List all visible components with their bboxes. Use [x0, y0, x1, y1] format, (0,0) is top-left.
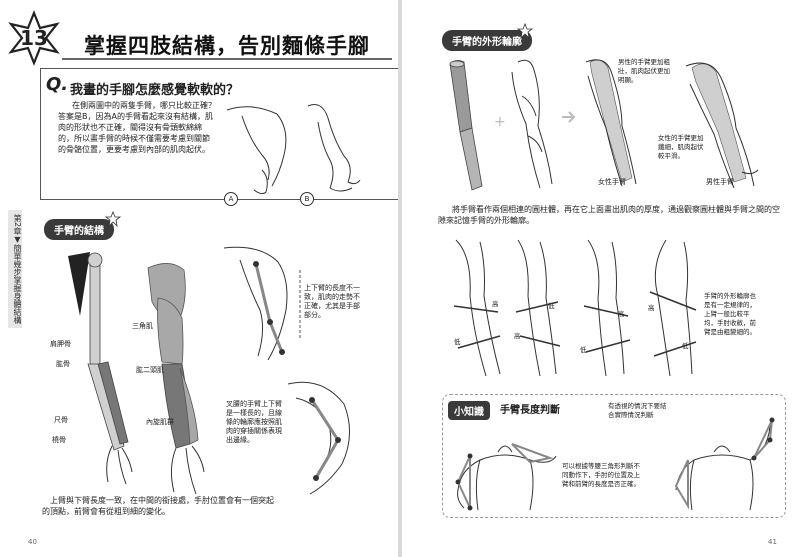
- muscle-arm: [147, 263, 205, 495]
- tip-box: [442, 394, 786, 518]
- label-ulna: 尺骨: [54, 416, 68, 424]
- arm-diagram-hanging: [223, 246, 301, 361]
- label-female-arm: 女性手臂: [598, 178, 626, 186]
- tip-title: 手臂長度判斷: [500, 405, 560, 416]
- arrow-icon: [562, 111, 576, 123]
- label-biceps: 肱二頭肌: [136, 366, 164, 374]
- caption-cylinder: 將手臂看作兩個相連的圓柱體，再在它上面畫出肌肉的厚度，通過觀察圓柱體與手臂之間的…: [438, 205, 780, 225]
- question-box: [40, 68, 398, 200]
- section-pill-arm-structure: 手臂的結構: [44, 219, 114, 240]
- right-page: 手臂的外形輪廓 + 女性手臂 男性手臂 男性的手臂更加粗壯，肌肉起: [402, 0, 800, 557]
- arm-sketch-a: [226, 106, 287, 195]
- skeleton-arm: [68, 252, 133, 485]
- label-deltoid: 三角肌: [132, 322, 153, 330]
- torso-figure-right: [674, 417, 775, 511]
- note-male-arm: 男性的手臂更加粗壯，肌肉起伏更加明顯。: [618, 58, 670, 84]
- female-arm: [585, 59, 637, 187]
- torso-figure-left: [455, 443, 557, 511]
- page-number-right: 41: [768, 538, 777, 546]
- male-arm: [685, 62, 759, 189]
- label-high-1: 高: [492, 300, 499, 308]
- caption-arm-structure: 上臂與下臂長度一致，在中間的銜接處，手肘位置會有一個突起的頂點，前臂會有從粗到細…: [42, 496, 274, 516]
- label-humerus: 肱骨: [56, 360, 70, 368]
- tip-pill: 小知識: [448, 401, 490, 420]
- tip-note-triangle: 可以根據等腰三角形判斷不同動作下，手肘的位置及上臂和前臂的長度是否正確。: [562, 462, 640, 488]
- arm-sketch-b: [307, 104, 361, 192]
- question-title: 我畫的手腳怎麼感覺軟軟的？: [70, 83, 240, 98]
- arm-diagram-akimbo: [287, 381, 350, 495]
- muscle-outline-arm: [511, 59, 553, 189]
- title-underline: [62, 58, 392, 60]
- label-radius: 橈骨: [52, 436, 66, 444]
- label-low-4: 低: [682, 342, 689, 350]
- left-page: 13 掌握四肢結構，告別麵條手腳 第2章▼簡單幾步掌握身體結構 Q. 我畫的手腳…: [0, 0, 398, 557]
- outline-arm-2: [515, 239, 561, 377]
- book-gutter: [398, 0, 402, 557]
- outline-arm-3: [583, 239, 631, 377]
- label-male-arm: 男性手臂: [706, 178, 734, 186]
- label-high-2: 高: [514, 332, 521, 340]
- chapter-star-badge: [8, 10, 60, 66]
- label-b: B: [300, 192, 314, 206]
- outline-arm-1: [453, 239, 501, 377]
- note-akimbo-arm: 叉腰的手臂上下臂是一樣長的，且線條的輪廓應按照肌肉的穿插關係表現出邊緣。: [226, 400, 282, 444]
- chapter-title: 掌握四肢結構，告別麵條手腳: [84, 34, 370, 58]
- section-pill-arm-outline: 手臂的外形輪廓: [442, 30, 532, 51]
- note-arm-shape: 手臂的外形輪廓也是有一定規律的，上臂一般比較平均，手肘收斂，前臂是由粗變細的。: [704, 292, 756, 336]
- label-low-2: 低: [548, 302, 555, 310]
- label-scapula: 肩胛骨: [50, 340, 71, 348]
- label-low-1: 低: [454, 338, 461, 346]
- note-hanging-arm: 上下臂的長度不一致，肌肉的走勢不正確，尤其是手部部分。: [304, 284, 360, 319]
- label-low-3: 低: [580, 346, 587, 354]
- label-a: A: [224, 192, 238, 206]
- label-forearm-muscles: 內旋肌群: [146, 418, 174, 426]
- note-female-arm: 女性的手臂更加纖細，肌肉起伏較平滑。: [658, 134, 704, 160]
- page-number-left: 40: [28, 538, 37, 546]
- star-icon: [104, 210, 122, 228]
- plus-sign: +: [494, 114, 506, 130]
- label-high-4: 高: [648, 304, 655, 312]
- outline-arm-4: [649, 239, 697, 377]
- question-mark: Q.: [46, 74, 69, 95]
- cylinder-arm: [449, 60, 483, 191]
- chapter-number: 13: [20, 26, 48, 50]
- star-icon: [516, 22, 534, 40]
- label-high-3: 高: [618, 310, 625, 318]
- chapter-side-tab: 第2章▼簡單幾步掌握身體結構: [8, 210, 22, 329]
- question-body: 在側兩圖中的兩隻手臂，哪只比較正確？答案是B，因為A的手臂看起來沒有結構，肌肉的…: [58, 101, 216, 154]
- tip-note-perspective: 有透視的情況下要結合實際情況判斷: [608, 402, 667, 419]
